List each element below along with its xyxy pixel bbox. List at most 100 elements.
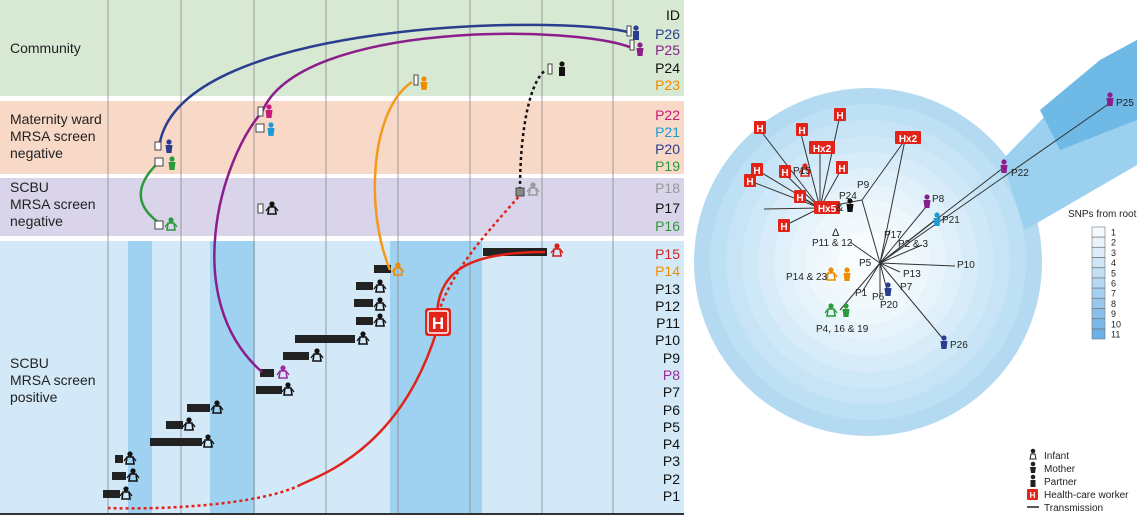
tree-person-icons	[798, 92, 1114, 349]
infant-icon	[824, 267, 838, 281]
hcw-badge: H	[778, 219, 790, 233]
hcw-badge-timeline: H	[425, 308, 451, 336]
snp-legend-row: 3	[1091, 247, 1116, 258]
svg-text:Hx2: Hx2	[813, 144, 832, 155]
snp-legend-row: 2	[1091, 236, 1116, 248]
infant-icon	[119, 486, 133, 500]
hcw-icon: H	[1027, 489, 1038, 500]
mother-icon	[1106, 92, 1114, 106]
svg-text:3: 3	[1111, 248, 1116, 258]
svg-text:6: 6	[1111, 279, 1116, 289]
infant-icon	[182, 417, 196, 431]
stay-bar	[283, 352, 309, 360]
tree-node-label: P20	[880, 300, 898, 311]
hcw-badge: H	[834, 108, 846, 122]
tree-node-label: P13	[903, 269, 921, 280]
hcw-badge: H	[744, 174, 756, 188]
svg-text:2: 2	[1111, 238, 1116, 248]
svg-text:H: H	[838, 164, 845, 175]
svg-text:8: 8	[1111, 299, 1116, 309]
band-label-maternity: Maternity ward MRSA screen negative	[10, 111, 106, 161]
tree-node-label: P4, 16 & 19	[816, 324, 869, 335]
svg-text:H: H	[781, 168, 788, 179]
patient-id-label: P25	[655, 42, 680, 58]
partner-icon	[633, 25, 639, 40]
stay-bar	[112, 472, 126, 480]
svg-text:H: H	[796, 193, 803, 204]
svg-text:H: H	[432, 314, 444, 333]
link-hcw-p1-dashed	[107, 483, 301, 510]
svg-text:H: H	[836, 111, 843, 122]
tree-node-label: P2 & 3	[898, 239, 928, 250]
svg-text:9: 9	[1111, 309, 1116, 319]
tree-amp: &	[836, 202, 844, 214]
mother-icon	[923, 194, 931, 208]
svg-text:Health-care worker: Health-care worker	[1044, 490, 1129, 501]
infant-icon	[356, 331, 370, 345]
partner-icon	[559, 61, 565, 76]
band-scbu-positive	[0, 241, 684, 513]
link-p18-p24	[518, 68, 547, 191]
hcw-badge: H	[836, 161, 848, 175]
svg-text:4: 4	[1111, 258, 1116, 268]
snp-legend-row: 8	[1091, 298, 1116, 309]
patient-id-label: P16	[655, 218, 680, 234]
patient-id-label: P13	[655, 281, 680, 297]
hcw-badge: Hx5	[814, 201, 840, 215]
stay-bar	[354, 299, 373, 307]
svg-text:Infant: Infant	[1044, 451, 1069, 462]
mother-icon	[884, 282, 892, 296]
tree-node-label: P24	[839, 191, 857, 202]
patient-id-label: P14	[655, 263, 680, 279]
snp-rings	[694, 40, 1137, 436]
patient-id-label: P6	[663, 402, 680, 418]
patient-id-label: P12	[655, 298, 680, 314]
link-hcw-p1	[299, 329, 439, 487]
band-label-community: Community	[10, 40, 81, 56]
mother-icon	[265, 104, 273, 118]
svg-text:H: H	[756, 124, 763, 135]
infant-icon	[276, 365, 290, 379]
mother-icon	[1030, 461, 1036, 473]
infant-icon	[281, 382, 295, 396]
svg-text:H: H	[1030, 491, 1036, 500]
patient-id-labels: P26P25P24P23P22P21P20P19P18P17P16P15P14P…	[655, 26, 680, 504]
tree-node-label: P14 & 23	[786, 272, 828, 283]
hcw-badge: H	[796, 123, 808, 137]
stay-bar	[115, 455, 123, 463]
infant-icon	[164, 217, 178, 231]
mother-icon	[933, 212, 941, 226]
mother-icon	[842, 303, 850, 317]
svg-text:H: H	[780, 222, 787, 233]
patient-id-label: P21	[655, 124, 680, 140]
stay-bar	[374, 265, 391, 273]
tree-node-label: P15	[793, 166, 811, 177]
svg-text:Transmission: Transmission	[1044, 503, 1103, 514]
infant-icon	[550, 243, 564, 257]
patient-id-label: P11	[656, 315, 680, 331]
link-p20-p26	[158, 23, 629, 143]
hcw-badge: H	[779, 165, 791, 179]
band-maternity	[0, 101, 684, 174]
tree-node-label: P17	[884, 230, 902, 241]
link-p8-p22	[213, 111, 263, 373]
patient-id-label: P2	[663, 471, 680, 487]
band-community	[0, 0, 684, 96]
stay-bar	[356, 282, 373, 290]
svg-text:H: H	[753, 166, 760, 177]
hcw-badge: H	[794, 190, 806, 204]
infant-icon	[373, 297, 387, 311]
tree-node-label: P5	[859, 258, 872, 269]
tree-node-label: P1	[855, 288, 868, 299]
svg-text:1: 1	[1111, 228, 1116, 238]
mother-icon	[846, 198, 854, 212]
stay-bar	[356, 317, 373, 325]
mother-icon	[940, 335, 948, 349]
patient-id-label: P1	[663, 488, 680, 504]
band-label-scbu-positive: SCBU MRSA screen positive	[10, 355, 99, 405]
svg-text:Hx5: Hx5	[818, 204, 837, 215]
patient-id-label: P15	[655, 246, 680, 262]
band-scbu-negative	[0, 178, 684, 236]
